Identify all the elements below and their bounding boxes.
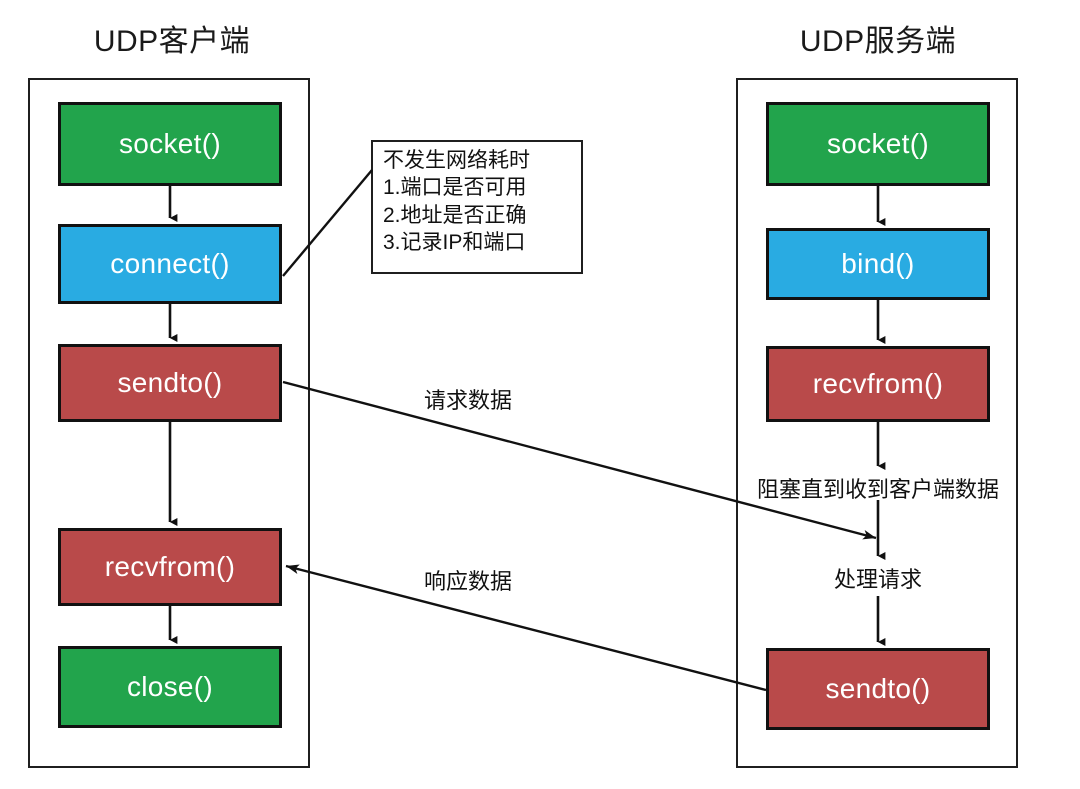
response-flow-label: 响应数据 — [424, 569, 513, 594]
note-line-heading: 不发生网络耗时 — [383, 149, 530, 172]
client-title: UDP客户端 — [93, 25, 251, 58]
server-node-recvfrom[interactable]: recvfrom() — [766, 346, 990, 422]
server-handling-label: 处理请求 — [833, 567, 922, 592]
server-node-socket[interactable]: socket() — [766, 102, 990, 186]
server-blocking-label: 阻塞直到收到客户端数据 — [756, 477, 999, 502]
client-node-sendto[interactable]: sendto() — [58, 344, 282, 422]
arrow-response-data — [285, 564, 767, 692]
request-flow-label: 请求数据 — [424, 388, 513, 413]
server-node-sendto[interactable]: sendto() — [766, 648, 990, 730]
server-title: UDP服务端 — [799, 25, 957, 58]
client-node-socket[interactable]: socket() — [58, 102, 282, 186]
server-node-bind[interactable]: bind() — [766, 228, 990, 300]
client-node-connect[interactable]: connect() — [58, 224, 282, 304]
note-line-3: 3.记录IP和端口 — [383, 230, 526, 254]
client-node-recvfrom[interactable]: recvfrom() — [58, 528, 282, 606]
client-node-close[interactable]: close() — [58, 646, 282, 728]
note-line-1: 1.端口是否可用 — [383, 176, 527, 200]
note-line-2: 2.地址是否正确 — [383, 203, 527, 227]
connect-note-box: 不发生网络耗时 1.端口是否可用 2.地址是否正确 3.记录IP和端口 — [371, 140, 583, 274]
